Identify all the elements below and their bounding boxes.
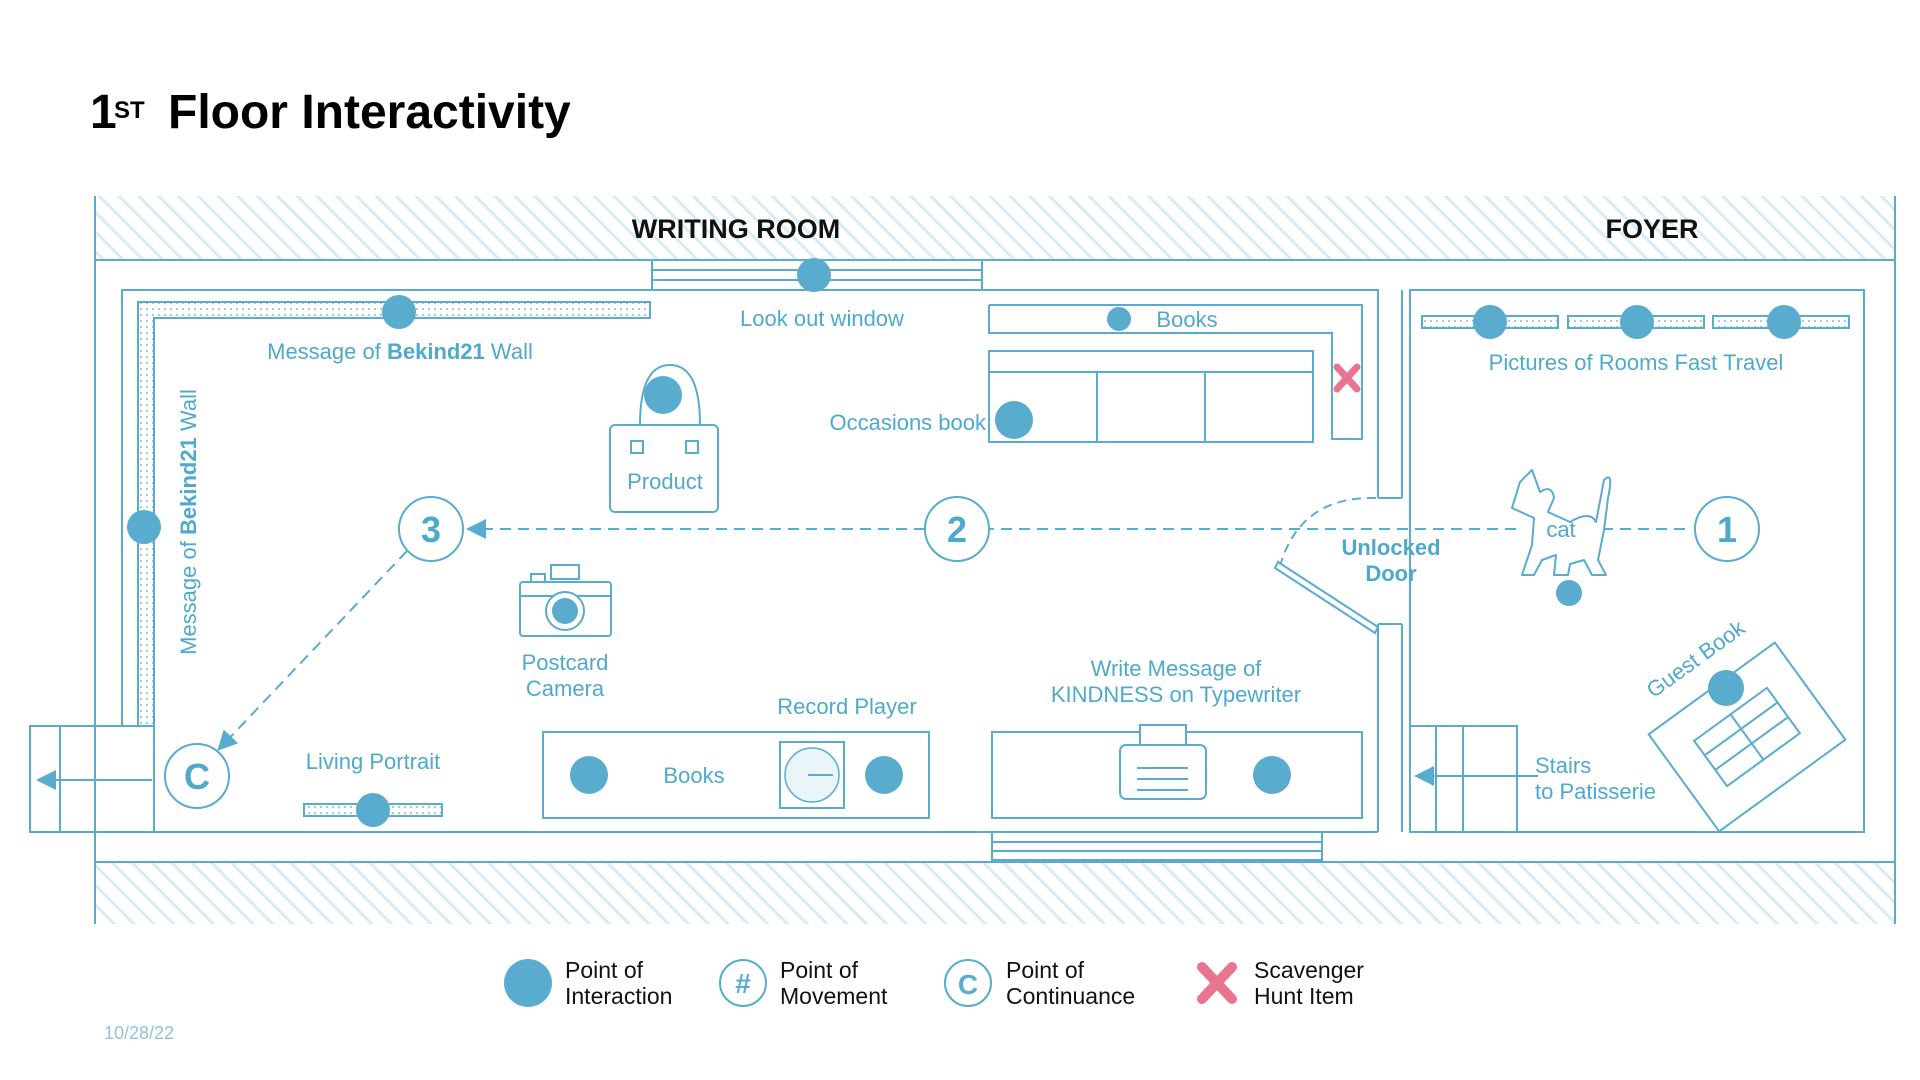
point-picture-2[interactable] [1620,305,1654,339]
point-books-shelf[interactable] [1107,307,1131,331]
label-record-player: Record Player [777,694,916,719]
point-books-console[interactable] [570,756,608,794]
point-guest-book[interactable] [1708,670,1744,706]
scavenger-hunt-icon[interactable] [1333,363,1361,393]
legend-movement-symbol: # [735,968,751,999]
label-postcard-camera-2: Camera [526,676,605,701]
stairs-to-patisserie [1409,725,1538,833]
label-pictures-fast-travel: Pictures of Rooms Fast Travel [1489,350,1784,375]
exit-stairs-left [29,725,155,833]
label-unlocked-door-2: Door [1365,561,1417,586]
point-product[interactable] [644,376,682,414]
point-cat[interactable] [1556,580,1582,606]
legend-scavenger-label-2: Hunt Item [1254,983,1354,1009]
legend-interaction-icon [504,959,552,1007]
legend-movement-label-2: Movement [780,983,888,1009]
movement-point-3-label: 3 [421,509,441,550]
label-look-out-window: Look out window [740,306,904,331]
legend: Point of Interaction # Point of Movement… [504,957,1364,1009]
product-bag-icon [609,363,719,513]
legend-interaction-label-2: Interaction [565,983,672,1009]
movement-point-2[interactable]: 2 [924,496,990,562]
legend-continuance-label-1: Point of [1006,957,1085,983]
legend-movement-icon [719,959,767,1007]
legend-movement-label-1: Point of [780,957,859,983]
point-picture-1[interactable] [1473,305,1507,339]
books-shelf [988,304,1363,440]
point-window[interactable] [797,258,831,292]
date-label: 10/28/22 [104,1023,174,1043]
point-typewriter[interactable] [1253,756,1291,794]
label-books-bottom: Books [663,763,724,788]
label-write-message-1: Write Message of [1091,656,1263,681]
label-stairs-2: to Patisserie [1535,779,1656,804]
continuance-point[interactable]: C [164,743,230,809]
point-living-portrait[interactable] [356,793,390,827]
label-unlocked-door-1: Unlocked [1341,535,1440,560]
title-number: 1 [90,86,117,139]
movement-point-1-label: 1 [1717,509,1737,550]
point-postcard-camera[interactable] [552,598,578,624]
movement-point-3[interactable]: 3 [398,496,464,562]
point-occasions-book[interactable] [995,401,1033,439]
legend-continuance-symbol: C [958,969,978,1000]
label-postcard-camera-1: Postcard [522,650,609,675]
bottom-window [991,831,1323,861]
title-text: Floor Interactivity [168,86,571,139]
label-cat: cat [1546,517,1575,542]
legend-interaction-label-1: Point of [565,957,644,983]
guest-book [1647,641,1847,833]
foyer-walls [1409,289,1865,833]
title-superscript: ST [114,97,145,124]
label-message-wall-top: Message of Bekind21 Wall [267,339,533,364]
occasions-table [988,350,1314,443]
movement-point-1[interactable]: 1 [1694,496,1760,562]
movement-point-2-label: 2 [947,509,967,550]
cat-icon [1511,469,1612,576]
point-picture-3[interactable] [1767,305,1801,339]
label-product: Product [627,469,703,494]
room-title-foyer: FOYER [1605,214,1698,244]
top-hatched-band [95,196,1895,260]
label-living-portrait: Living Portrait [306,749,441,774]
legend-continuance-label-2: Continuance [1006,983,1135,1009]
room-title-writing-room: WRITING ROOM [632,214,840,244]
point-record-player[interactable] [865,756,903,794]
label-write-message-2: KINDNESS on Typewriter [1051,682,1301,707]
bottom-hatched-band [95,862,1895,924]
legend-continuance-icon [944,959,992,1007]
legend-scavenger-label-1: Scavenger [1254,957,1364,983]
legend-scavenger-icon [1197,962,1237,1004]
label-occasions-book: Occasions book [829,410,987,435]
point-bekind-wall-side[interactable] [127,510,161,544]
continuance-point-label: C [184,756,210,797]
label-stairs-1: Stairs [1535,753,1591,778]
typewriter-icon [1119,724,1207,800]
point-bekind-wall-top[interactable] [382,295,416,329]
label-message-wall-side: Message of Bekind21 Wall [176,389,201,655]
unlocked-door [1273,496,1380,635]
movement-path [217,519,1685,751]
label-books-shelf: Books [1156,307,1217,332]
page-title: 1 ST Floor Interactivity [90,86,571,139]
